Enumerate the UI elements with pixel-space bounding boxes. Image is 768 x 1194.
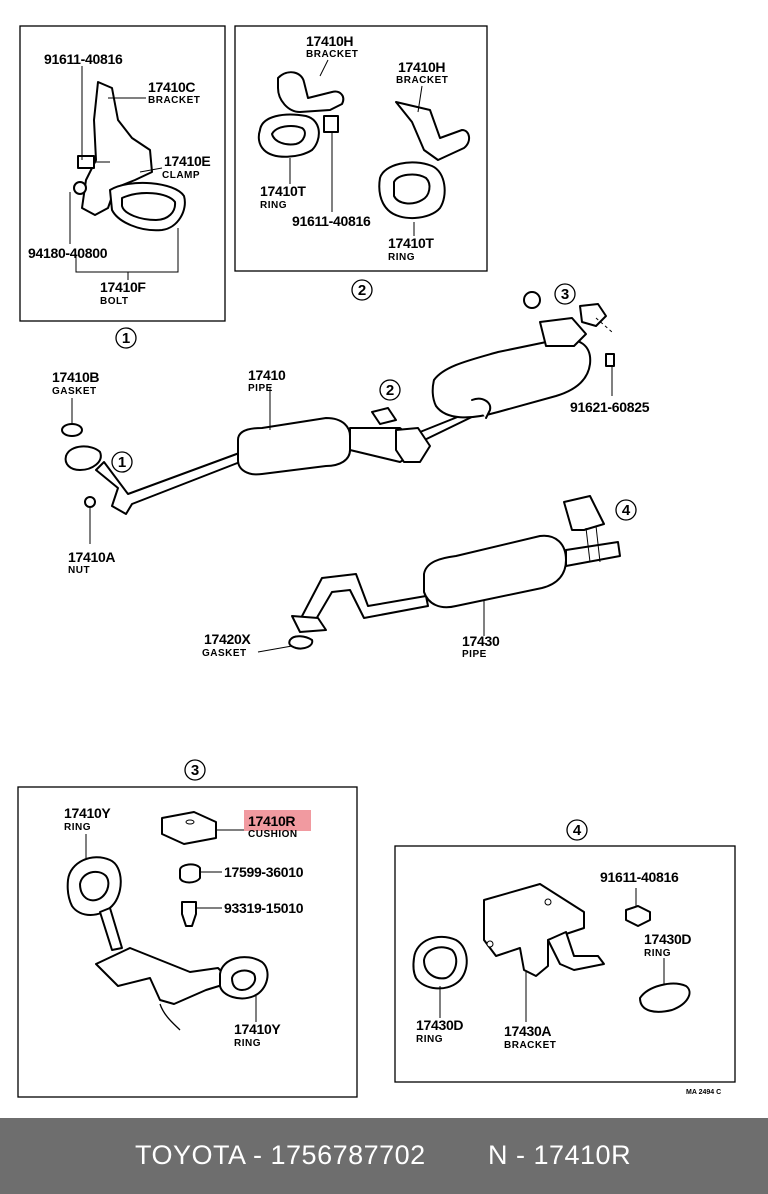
label-17410B: 17410B xyxy=(52,369,99,385)
footer-ref-part-number: N - 17410R xyxy=(488,1140,632,1170)
callout-3-circle-main xyxy=(554,283,576,305)
label-91611-40816-c: 91611-40816 xyxy=(600,869,679,885)
label-17430A-name: BRACKET xyxy=(504,1040,556,1051)
callout-2-main: 2 xyxy=(386,382,394,399)
label-17410Y-a-name: RING xyxy=(64,822,91,833)
callout-4-main: 4 xyxy=(622,502,631,519)
label-93319-15010: 93319-15010 xyxy=(224,900,304,916)
label-17410A: 17410A xyxy=(68,549,115,565)
cushion-ring-drawing xyxy=(66,811,269,1031)
label-17430A: 17430A xyxy=(504,1023,551,1039)
label-17430: 17430 xyxy=(462,633,500,649)
label-17410T-a: 17410T xyxy=(260,183,306,199)
label-17410T-b: 17410T xyxy=(388,235,434,251)
bracket-ring-drawing-2 xyxy=(257,71,470,219)
label-17410T-a-name: RING xyxy=(260,200,287,211)
label-17410F-name: BOLT xyxy=(100,296,128,307)
label-17410A-name: NUT xyxy=(68,565,90,576)
label-17410R: 17410R xyxy=(248,813,295,829)
label-17410: 17410 xyxy=(248,367,286,383)
callout-1-circle-main xyxy=(111,451,133,473)
footer-bar: TOYOTA - 1756787702 N - 17410R xyxy=(0,1118,768,1194)
callout-2-circle-main xyxy=(379,379,401,401)
label-17430D-a: 17430D xyxy=(644,931,691,947)
label-17410B-name: GASKET xyxy=(52,386,97,397)
label-91621-60825: 91621-60825 xyxy=(570,399,650,415)
label-17430-name: PIPE xyxy=(462,649,487,660)
callout-1-circle-box xyxy=(115,327,137,349)
front-pipe-assembly-drawing xyxy=(61,291,615,515)
label-17410C: 17410C xyxy=(148,79,195,95)
callout-2-circle-box xyxy=(351,279,373,301)
tail-pipe-assembly-drawing xyxy=(288,495,621,650)
highlight-17410R xyxy=(244,810,311,831)
label-17420X: 17420X xyxy=(204,631,251,647)
label-17410C-name: BRACKET xyxy=(148,95,200,106)
callout-1-main: 1 xyxy=(118,454,126,471)
label-17430D-b-name: RING xyxy=(416,1034,443,1045)
label-91611-40816-a: 91611-40816 xyxy=(44,51,123,67)
detail-box-1 xyxy=(19,25,226,322)
label-94180-40800: 94180-40800 xyxy=(28,245,108,261)
callout-2-box: 2 xyxy=(358,282,366,299)
label-17420X-name: GASKET xyxy=(202,648,247,659)
label-17410Y-b-name: RING xyxy=(234,1038,261,1049)
callout-4-circle-box xyxy=(566,819,588,841)
bracket-clamp-drawing xyxy=(73,81,186,232)
callout-3-box: 3 xyxy=(191,762,199,779)
callout-4-circle-main xyxy=(615,499,637,521)
exhaust-parts-diagram: 91611-40816 17410C BRACKET 17410E CLAMP … xyxy=(17,25,736,1098)
callout-1-box: 1 xyxy=(122,330,130,347)
label-17410Y-a: 17410Y xyxy=(64,805,111,821)
hanger-bracket-drawing xyxy=(412,883,691,1013)
callout-4-box: 4 xyxy=(573,822,582,839)
label-17410H-a: 17410H xyxy=(306,33,353,49)
detail-box-2 xyxy=(234,25,488,272)
label-17410F: 17410F xyxy=(100,279,146,295)
drawing-ref-code: MA 2494 C xyxy=(686,1089,721,1096)
label-17410Y-b: 17410Y xyxy=(234,1021,281,1037)
footer-brand-part-number: TOYOTA - 1756787702 xyxy=(135,1140,426,1170)
detail-box-4 xyxy=(394,845,736,1083)
label-17410E: 17410E xyxy=(164,153,210,169)
detail-box-3 xyxy=(17,786,358,1098)
label-17599-36010: 17599-36010 xyxy=(224,864,304,880)
label-17410-name: PIPE xyxy=(248,383,273,394)
label-17410E-name: CLAMP xyxy=(162,170,200,181)
label-17410H-a-name: BRACKET xyxy=(306,49,358,60)
callout-3-main: 3 xyxy=(561,286,569,303)
label-17410R-name: CUSHION xyxy=(248,829,298,840)
label-17410T-b-name: RING xyxy=(388,252,415,263)
label-91611-40816-b: 91611-40816 xyxy=(292,213,371,229)
label-17430D-b: 17430D xyxy=(416,1017,463,1033)
callout-3-circle-box xyxy=(184,759,206,781)
label-17430D-a-name: RING xyxy=(644,948,671,959)
label-17410H-b: 17410H xyxy=(398,59,445,75)
label-17410H-b-name: BRACKET xyxy=(396,75,448,86)
